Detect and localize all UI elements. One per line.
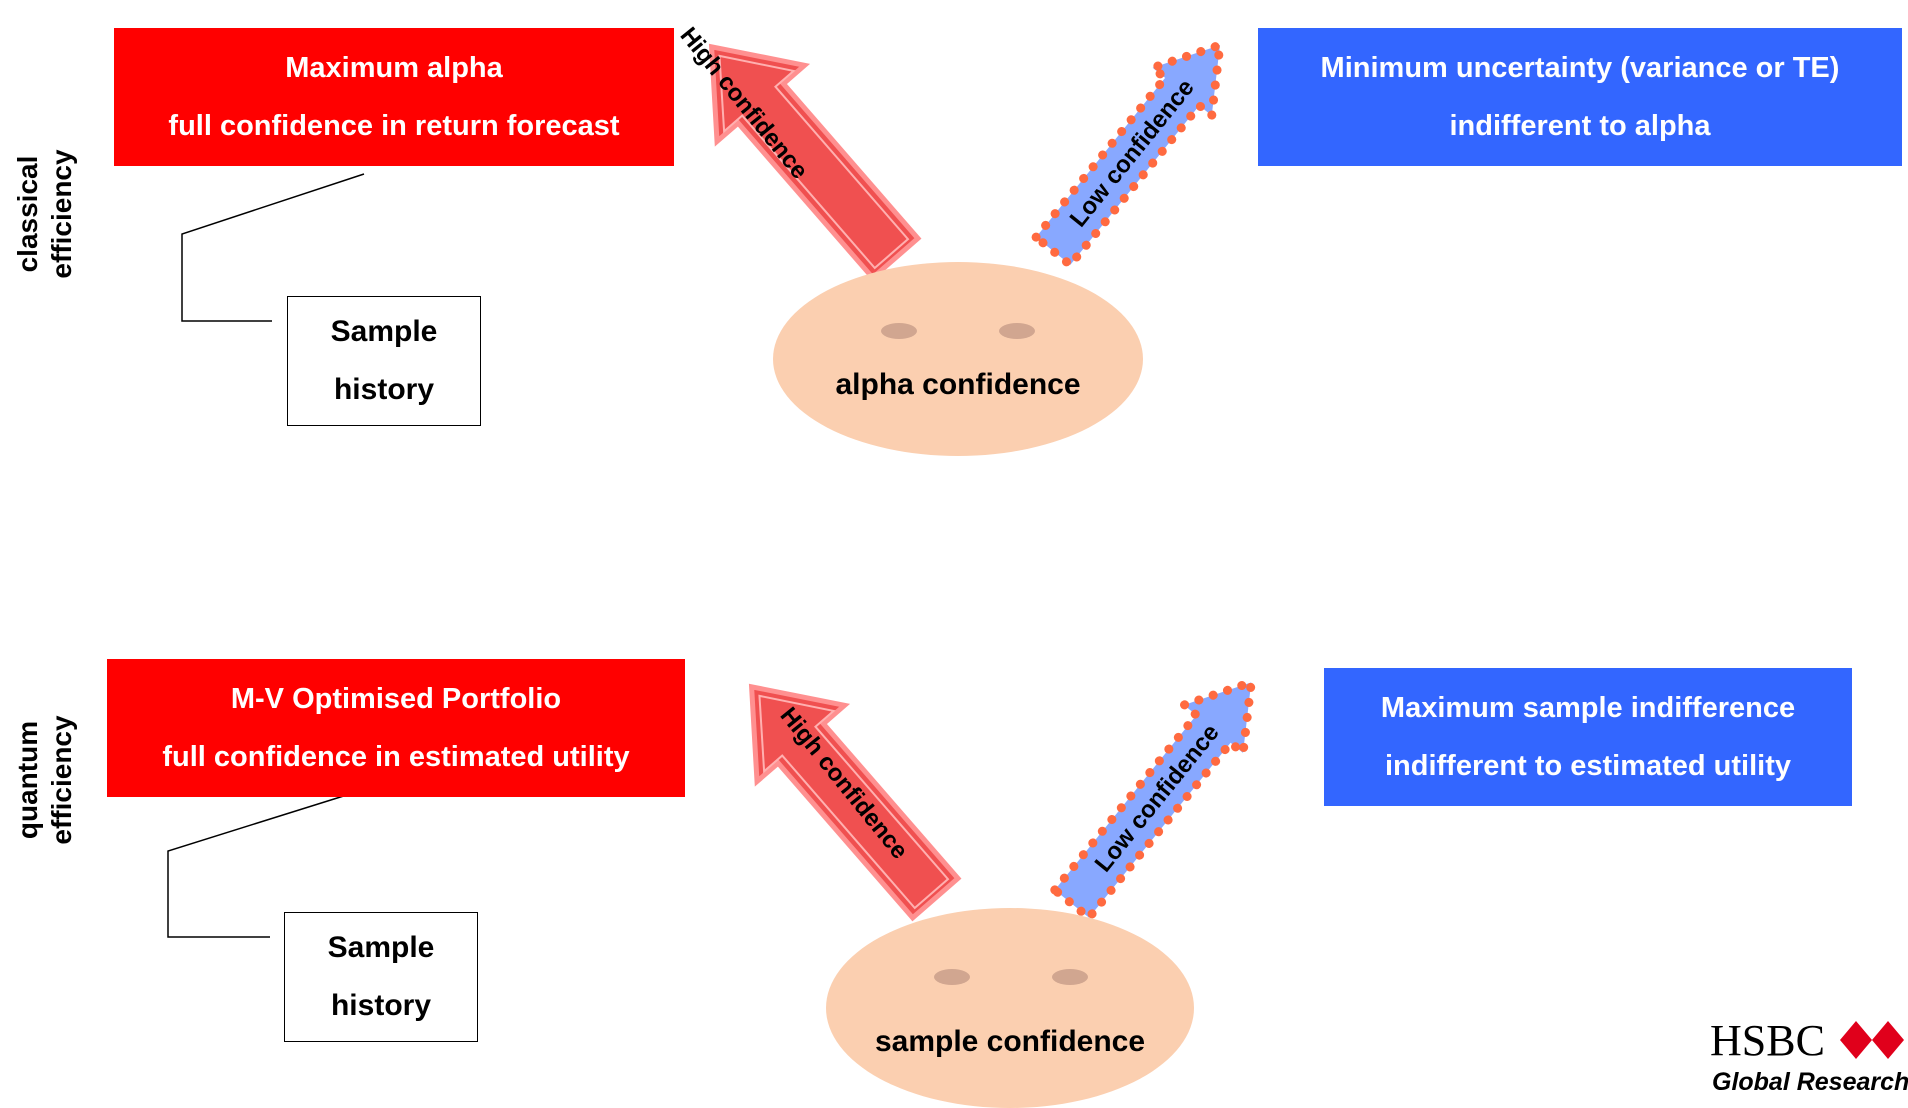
quantum-high-confidence-arrow (748, 683, 962, 922)
hsbc-brand-text: HSBC (1710, 1016, 1825, 1065)
classical-red-line1: Maximum alpha (285, 52, 503, 84)
classical-maximum-alpha-box: Maximum alpha full confidence in return … (114, 28, 674, 166)
quantum-red-line1: M-V Optimised Portfolio (230, 683, 562, 715)
classical-blue-line1: Minimum uncertainty (variance or TE) (1320, 52, 1840, 84)
hsbc-logo: HSBC (1710, 1015, 1825, 1066)
classical-blue-line2: indifferent to alpha (1449, 110, 1711, 142)
right-eye-icon (999, 323, 1035, 339)
quantum-sample-line1: Sample (327, 931, 435, 964)
classical-sample-history-box: Sample history (287, 296, 481, 426)
classical-low-confidence-arrow (1029, 38, 1226, 272)
quantum-maximum-sample-indifference-box: Maximum sample indifference indifferent … (1324, 668, 1852, 806)
classical-red-line2: full confidence in return forecast (168, 110, 620, 142)
classical-sample-line1: Sample (330, 315, 438, 348)
left-eye-icon (881, 323, 917, 339)
alpha-confidence-label: alpha confidence (835, 368, 1081, 401)
quantum-low-confidence-arrow (1048, 675, 1257, 924)
quantum-blue-line2: indifferent to estimated utility (1384, 750, 1792, 782)
classical-high-arrow-body (708, 43, 922, 282)
quantum-low-arrow-label: Low confidence (1090, 719, 1225, 877)
quantum-mv-optimised-box: M-V Optimised Portfolio full confidence … (107, 659, 685, 797)
quantum-sample-confidence-face: sample confidence (826, 908, 1194, 1108)
right-eye-icon (1052, 969, 1088, 985)
global-research-label: Global Research (1712, 1068, 1908, 1096)
left-eye-icon (934, 969, 970, 985)
classical-low-arrow-label: Low confidence (1065, 74, 1200, 232)
quantum-blue-line1: Maximum sample indifference (1380, 692, 1796, 724)
classical-minimum-uncertainty-box: Minimum uncertainty (variance or TE) ind… (1258, 28, 1902, 166)
classical-alpha-confidence-face: alpha confidence (773, 262, 1143, 456)
quantum-sample-line2: history (330, 989, 432, 1022)
classical-sample-line2: history (333, 373, 435, 406)
sample-confidence-label: sample confidence (874, 1025, 1146, 1058)
classical-connector-line (181, 173, 365, 322)
quantum-sample-history-box: Sample history (284, 912, 478, 1042)
quantum-connector-line (167, 793, 351, 938)
quantum-red-line2: full confidence in estimated utility (162, 741, 630, 773)
